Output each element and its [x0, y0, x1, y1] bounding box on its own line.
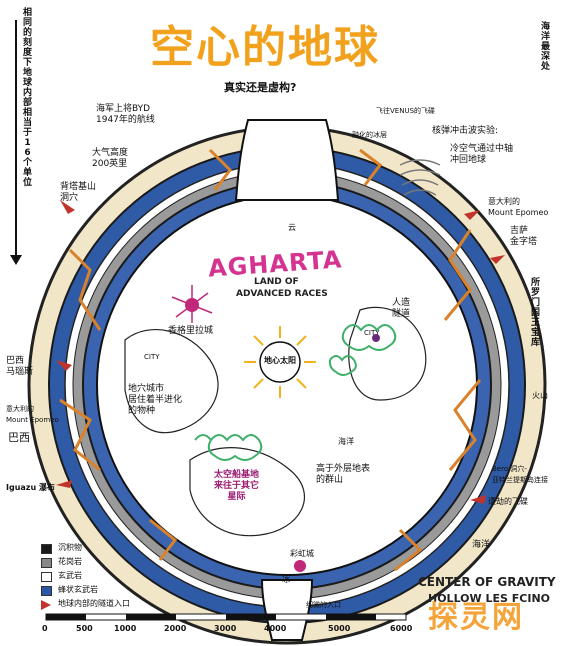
- tunnels: [59, 148, 482, 572]
- cold-air-label: 冷空气通过中轴 冲回地球: [450, 144, 514, 165]
- legend-label-honeycomb-basalt: 蜂状玄武岩: [58, 585, 98, 594]
- nuclear-test-label: 核弹冲击波实验:: [432, 126, 499, 136]
- shambhala-node: [171, 285, 213, 323]
- advanced-races-label: ADVANCED RACES: [236, 289, 328, 299]
- north-polar-opening: [234, 119, 340, 201]
- hollow-label: HOLLOW LES FCINO: [428, 592, 551, 605]
- tibet-cave-label: 背塔基山 洞穴: [60, 182, 97, 203]
- italy-epomeo-left-label: 意大利的 Mount Epomeo: [6, 405, 59, 424]
- legend-swatch-honeycomb-basalt: [41, 586, 52, 596]
- center-of-gravity-label: CENTER OF GRAVITY: [418, 575, 556, 589]
- scale-tick-5000: 5000: [328, 624, 351, 633]
- scale-bar: [45, 613, 407, 621]
- shambhala-label: 香格里拉城: [168, 326, 214, 336]
- left-vertical-text: 相同的刻度下地球内部相当于16个单位: [22, 8, 32, 188]
- legend-swatch-tunnel-entrance: [41, 600, 51, 610]
- atmosphere-label: 大气高度 200英里: [92, 148, 129, 169]
- south-polar-opening: [260, 579, 314, 641]
- continent-right: [348, 306, 427, 401]
- legend-swatch-granite: [41, 558, 52, 568]
- scale-tick-4000: 4000: [264, 624, 287, 633]
- vegetation: [194, 324, 397, 461]
- cloud-label: 云: [288, 223, 296, 232]
- brazil-matto-label: 巴西 马瑙斯: [6, 356, 34, 377]
- iguazu-label: Iguazu 瀑布: [6, 483, 55, 492]
- vortex: [399, 159, 441, 196]
- volcano-label: 火山: [532, 391, 548, 400]
- scale-tick-3000: 3000: [214, 624, 237, 633]
- legend-label-tunnel-entrance: 地球内部的隧道入口: [58, 599, 130, 608]
- central-sun: [244, 326, 316, 398]
- mountains-label: 高于外层地表 的群山: [316, 464, 371, 485]
- outer-ocean-label: 海洋: [472, 540, 491, 550]
- melted-ice-label: 融化的冰层: [352, 131, 387, 139]
- giza-label: 吉萨 金字塔: [510, 226, 538, 247]
- right-vertical-text: 海洋最深处: [540, 22, 550, 72]
- scale-tick-6000: 6000: [390, 624, 413, 633]
- legend-label-granite: 花岗岩: [58, 557, 82, 566]
- spaceport-label: 太空船基地 来往于其它 星际: [214, 470, 260, 502]
- brazil-label: 巴西: [8, 431, 30, 444]
- ice-label: 冰: [282, 575, 290, 584]
- scale-tick-2000: 2000: [164, 624, 187, 633]
- subtitle: 真实还是虚构?: [224, 81, 297, 94]
- legend-label-basalt: 玄武岩: [58, 571, 82, 580]
- page-title: 空心的地球: [150, 22, 380, 73]
- continent-bottom: [189, 447, 305, 537]
- italy-epomeo-right-label: 意大利的 Mount Epomeo: [488, 197, 549, 217]
- inner-ocean-label: 海洋: [338, 437, 354, 446]
- ufo-label: 遭劫的飞碟: [488, 497, 528, 506]
- scale-tick-1000: 1000: [114, 624, 137, 633]
- entrance-arrows: [56, 200, 505, 504]
- watermark: 探灵网: [428, 600, 524, 635]
- rainbow-city-node: [294, 560, 306, 572]
- artificial-tunnel-label: 人造 隧道: [392, 298, 411, 319]
- sun-label: 地心太阳: [264, 356, 296, 365]
- land-of-label: LAND OF: [254, 277, 299, 287]
- city-label-left: CITY: [144, 353, 160, 361]
- legend-label-sediment: 沉积物: [58, 543, 82, 552]
- rainbow-city-label: 彩虹城: [290, 549, 314, 558]
- venus-ship-label: 飞往VENUS的飞碟: [376, 107, 436, 115]
- scale-tick-500: 500: [76, 624, 93, 633]
- left-scale-arrow: [10, 20, 22, 265]
- solomon-label: 所罗门国王宝库: [530, 278, 540, 348]
- small-entrance-label: 细微的入口: [306, 601, 341, 609]
- continent-left: [124, 329, 219, 434]
- legend-swatch-sediment: [41, 544, 52, 554]
- city-node: [372, 334, 380, 342]
- city-label-right: CITY: [364, 329, 380, 337]
- byrd-route-label: 海军上将BYD 1947年的航线: [96, 104, 155, 125]
- legend-swatch-basalt: [41, 572, 52, 582]
- bermuda-label: Bero 洞穴- 亚特兰提斯岛连接: [492, 465, 548, 484]
- scale-tick-0: 0: [42, 624, 48, 633]
- cave-city-label: 地穴城市 居住着半进化 的物种: [128, 384, 183, 416]
